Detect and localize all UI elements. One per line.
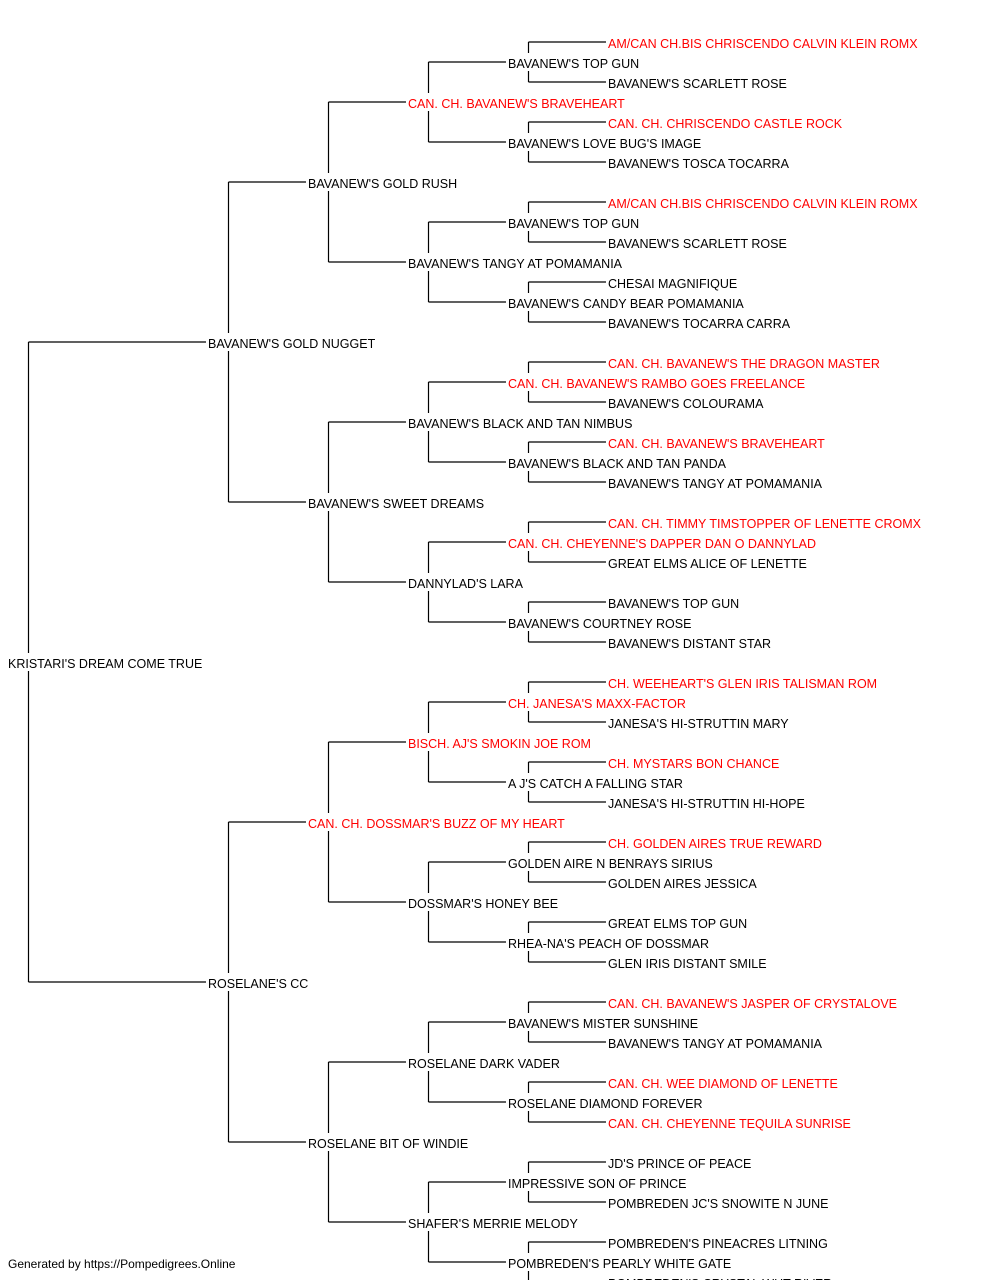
dog-name-gen3: BAVANEW'S TANGY AT POMAMANIA: [408, 257, 623, 271]
dog-name-gen5: CAN. CH. BAVANEW'S JASPER OF CRYSTALOVE: [608, 997, 897, 1011]
dog-name-gen5: CH. WEEHEART'S GLEN IRIS TALISMAN ROM: [608, 677, 877, 691]
dog-name-gen5: BAVANEW'S TOSCA TOCARRA: [608, 157, 790, 171]
dog-name-gen4: A J'S CATCH A FALLING STAR: [508, 777, 683, 791]
dog-name-gen5: GOLDEN AIRES JESSICA: [608, 877, 757, 891]
dog-name-gen5: JANESA'S HI-STRUTTIN HI-HOPE: [608, 797, 805, 811]
pedigree-connector-lines: [27, 41, 606, 1280]
dog-name-gen2: BAVANEW'S SWEET DREAMS: [308, 497, 484, 511]
dog-name-gen4: GOLDEN AIRE N BENRAYS SIRIUS: [508, 857, 713, 871]
dog-name-gen5: AM/CAN CH.BIS CHRISCENDO CALVIN KLEIN RO…: [608, 197, 918, 211]
dog-name-gen4: CAN. CH. CHEYENNE'S DAPPER DAN O DANNYLA…: [508, 537, 816, 551]
dog-name-gen5: CAN. CH. CHRISCENDO CASTLE ROCK: [608, 117, 843, 131]
dog-name-gen5: CAN. CH. BAVANEW'S THE DRAGON MASTER: [608, 357, 880, 371]
dog-name-gen3: DOSSMAR'S HONEY BEE: [408, 897, 558, 911]
dog-name-gen5: BAVANEW'S COLOURAMA: [608, 397, 764, 411]
dog-name-gen5: BAVANEW'S SCARLETT ROSE: [608, 77, 787, 91]
dog-name-gen5: JD'S PRINCE OF PEACE: [608, 1157, 751, 1171]
dog-name-gen5: POMBREDEN JC'S SNOWITE N JUNE: [608, 1197, 828, 1211]
dog-name-gen5: JANESA'S HI-STRUTTIN MARY: [608, 717, 789, 731]
dog-name-gen1: ROSELANE'S CC: [208, 977, 308, 991]
dog-name-gen4: IMPRESSIVE SON OF PRINCE: [508, 1177, 687, 1191]
dog-name-gen5: GLEN IRIS DISTANT SMILE: [608, 957, 767, 971]
dog-name-gen4: BAVANEW'S CANDY BEAR POMAMANIA: [508, 297, 744, 311]
dog-name-gen5: POMBREDEN'S PINEACRES LITNING: [608, 1237, 828, 1251]
dog-name-gen3: ROSELANE DARK VADER: [408, 1057, 560, 1071]
dog-name-gen5: GREAT ELMS TOP GUN: [608, 917, 747, 931]
dog-name-gen4: BAVANEW'S COURTNEY ROSE: [508, 617, 691, 631]
dog-name-gen4: BAVANEW'S TOP GUN: [508, 57, 639, 71]
dog-name-gen4: BAVANEW'S MISTER SUNSHINE: [508, 1017, 698, 1031]
dog-name-gen4: RHEA-NA'S PEACH OF DOSSMAR: [508, 937, 709, 951]
dog-name-gen5: BAVANEW'S TOCARRA CARRA: [608, 317, 791, 331]
dog-name-gen2: CAN. CH. DOSSMAR'S BUZZ OF MY HEART: [308, 817, 565, 831]
dog-name-gen5: CAN. CH. BAVANEW'S BRAVEHEART: [608, 437, 825, 451]
pedigree-names: KRISTARI'S DREAM COME TRUE BAVANEW'S GOLD…: [8, 37, 922, 1280]
dog-name-gen5: POMBREDEN'S CRYSTAL WHT RIVER: [608, 1277, 832, 1280]
dog-name-gen5: GREAT ELMS ALICE OF LENETTE: [608, 557, 807, 571]
dog-name-gen4: ROSELANE DIAMOND FOREVER: [508, 1097, 702, 1111]
dog-name-gen5: CAN. CH. CHEYENNE TEQUILA SUNRISE: [608, 1117, 851, 1131]
dog-name-gen2: ROSELANE BIT OF WINDIE: [308, 1137, 468, 1151]
dog-name-gen5: AM/CAN CH.BIS CHRISCENDO CALVIN KLEIN RO…: [608, 37, 918, 51]
dog-name-gen3: SHAFER'S MERRIE MELODY: [408, 1217, 578, 1231]
dog-name-gen4: BAVANEW'S LOVE BUG'S IMAGE: [508, 137, 701, 151]
dog-name-gen5: CH. GOLDEN AIRES TRUE REWARD: [608, 837, 822, 851]
dog-name-gen4: BAVANEW'S TOP GUN: [508, 217, 639, 231]
dog-name-gen5: BAVANEW'S TOP GUN: [608, 597, 739, 611]
dog-name-gen5: CAN. CH. TIMMY TIMSTOPPER OF LENETTE CRO…: [608, 517, 922, 531]
dog-name-gen5: BAVANEW'S SCARLETT ROSE: [608, 237, 787, 251]
dog-name-gen3: BAVANEW'S BLACK AND TAN NIMBUS: [408, 417, 632, 431]
dog-name-gen5: CHESAI MAGNIFIQUE: [608, 277, 737, 291]
dog-name-gen0: KRISTARI'S DREAM COME TRUE: [8, 657, 202, 671]
dog-name-gen3: CAN. CH. BAVANEW'S BRAVEHEART: [408, 97, 625, 111]
dog-name-gen4: POMBREDEN'S PEARLY WHITE GATE: [508, 1257, 731, 1271]
dog-name-gen5: BAVANEW'S DISTANT STAR: [608, 637, 771, 651]
dog-name-gen4: CAN. CH. BAVANEW'S RAMBO GOES FREELANCE: [508, 377, 805, 391]
dog-name-gen3: DANNYLAD'S LARA: [408, 577, 524, 591]
dog-name-gen1: BAVANEW'S GOLD NUGGET: [208, 337, 376, 351]
dog-name-gen3: BISCH. AJ'S SMOKIN JOE ROM: [408, 737, 591, 751]
dog-name-gen5: BAVANEW'S TANGY AT POMAMANIA: [608, 477, 823, 491]
footer-credit: Generated by https://Pompedigrees.Online: [8, 1257, 236, 1271]
dog-name-gen4: BAVANEW'S BLACK AND TAN PANDA: [508, 457, 727, 471]
dog-name-gen5: CAN. CH. WEE DIAMOND OF LENETTE: [608, 1077, 838, 1091]
dog-name-gen4: CH. JANESA'S MAXX-FACTOR: [508, 697, 686, 711]
dog-name-gen5: BAVANEW'S TANGY AT POMAMANIA: [608, 1037, 823, 1051]
dog-name-gen5: CH. MYSTARS BON CHANCE: [608, 757, 779, 771]
dog-name-gen2: BAVANEW'S GOLD RUSH: [308, 177, 457, 191]
